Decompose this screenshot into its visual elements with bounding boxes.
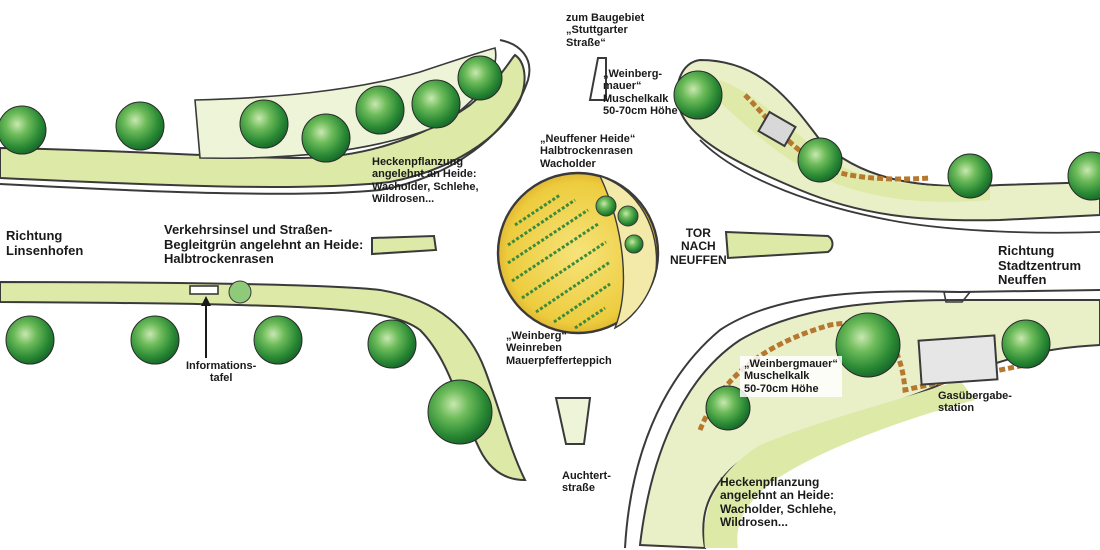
tree-icon	[0, 105, 47, 155]
tree-icon	[673, 70, 723, 120]
label-tor-nach-neuffen: TOR NACH NEUFFEN	[670, 226, 727, 267]
tree-icon	[617, 205, 639, 227]
label-neuffener-heide: „Neuffener Heide“ Halbtrockenrasen Wacho…	[540, 133, 636, 170]
label-richtung-linsenhofen: Richtung Linsenhofen	[6, 228, 84, 258]
neuffener-heide-area	[598, 174, 658, 330]
tree-icon	[797, 137, 843, 183]
label-auchtertstrasse: Auchtert- straße	[562, 470, 611, 495]
label-weinbergmauer-bottom: „Weinbergmauer“ Muschelkalk 50-70cm Höhe	[740, 356, 842, 397]
label-heckenpflanzung-bottom: Heckenpflanzung angelehnt an Heide: Wach…	[720, 475, 837, 530]
tree-icon	[253, 315, 303, 365]
tree-icon	[355, 85, 405, 135]
vine-row-icon	[507, 193, 611, 330]
label-gasuebergabestation: Gasübergabe- station	[938, 390, 1012, 415]
tree-icon	[301, 113, 351, 163]
label-heckenpflanzung-top: Heckenpflanzung angelehnt an Heide: Wach…	[372, 156, 479, 205]
road-edge-right	[699, 139, 1100, 234]
trees	[0, 55, 1100, 445]
tree-icon	[705, 385, 751, 431]
tree-icon	[115, 101, 165, 151]
label-verkehrsinsel: Verkehrsinsel und Straßen- Begleitgrün a…	[164, 222, 364, 267]
hedge-bottom-right	[704, 380, 975, 548]
verge-top-right	[676, 58, 1100, 222]
building-icon	[917, 334, 999, 386]
traffic-island-left	[371, 234, 438, 256]
traffic-island-right	[724, 230, 834, 260]
tree-icon	[239, 99, 289, 149]
island-top	[588, 57, 607, 101]
label-weinbergmauer-top: „Weinberg- mauer“ Muschelkalk 50-70cm Hö…	[603, 68, 678, 117]
label-informationstafel: Informations- tafel	[186, 360, 257, 385]
information-board	[189, 285, 219, 295]
tree-icon	[835, 312, 901, 378]
tree-icon	[5, 315, 55, 365]
label-richtung-stadtzentrum: Richtung Stadtzentrum Neuffen	[998, 243, 1082, 288]
road-edge-bottom-right	[624, 289, 1100, 549]
road-marker-right	[943, 291, 972, 303]
verge-bottom-left	[0, 280, 527, 482]
tree-icon	[427, 379, 493, 445]
arrow-head-icon	[201, 296, 211, 306]
tree-icon	[130, 315, 180, 365]
tree-icon	[624, 234, 644, 254]
island-bottom	[554, 397, 592, 445]
tree-icon	[457, 55, 503, 101]
tree-icon	[1067, 151, 1100, 201]
label-weinberg: „Weinberg“ Weinreben Mauerpfefferteppich	[506, 330, 612, 367]
tree-icon	[595, 195, 617, 217]
road-edge-top-left	[0, 39, 531, 195]
tree-icon	[1001, 319, 1051, 369]
tree-icon	[367, 319, 417, 369]
tree-icon	[411, 79, 461, 129]
bush-icon	[228, 280, 252, 304]
label-zum-baugebiet: zum Baugebiet „Stuttgarter Straße“	[566, 12, 645, 49]
building-icon-small	[757, 110, 797, 148]
tree-icon	[947, 153, 993, 199]
